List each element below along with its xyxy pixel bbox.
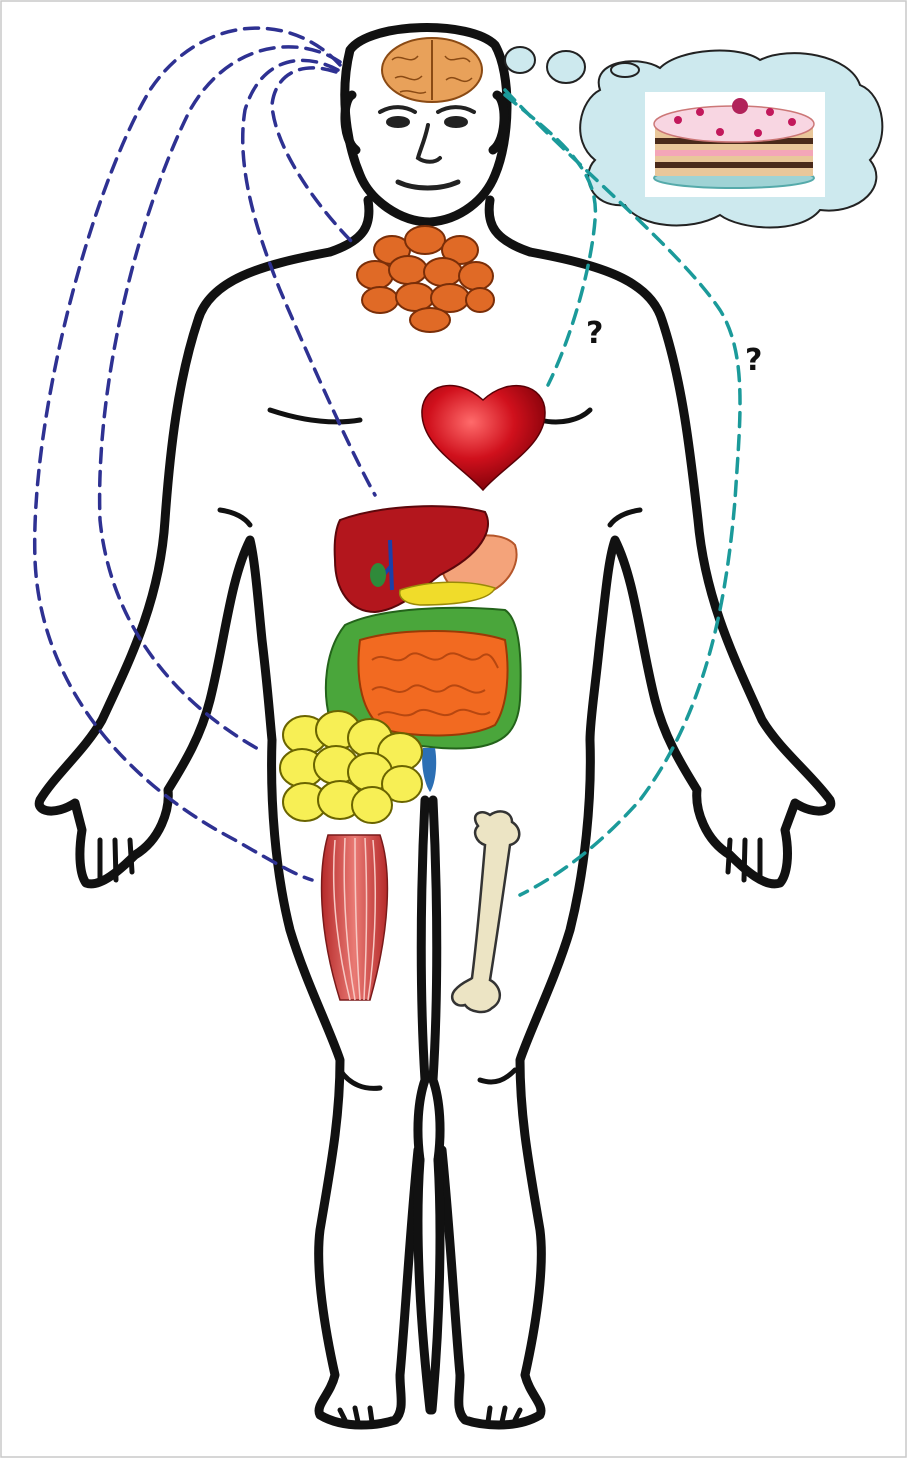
thought-dot-medium	[547, 51, 585, 83]
cake-rose	[732, 98, 748, 114]
left-eye	[388, 118, 408, 126]
cake-layer-2	[655, 150, 813, 156]
gland-lobule	[424, 258, 462, 286]
cake-berry-3	[766, 108, 774, 116]
gland-lobule	[396, 283, 434, 311]
fat-cell	[352, 787, 392, 823]
question-mark-heart-link: ?	[586, 316, 603, 351]
cake-berry-4	[788, 118, 796, 126]
gallbladder	[370, 563, 386, 587]
right-eye	[446, 118, 466, 126]
brain	[382, 38, 482, 102]
gland-lobule	[362, 287, 398, 313]
small-intestine	[358, 631, 507, 735]
gland-lobule	[389, 256, 427, 284]
cake-layer-3	[655, 162, 813, 168]
gland-lobule	[357, 261, 393, 289]
gland-lobule	[410, 308, 450, 332]
cake-berry-1	[674, 116, 682, 124]
cake	[654, 98, 814, 188]
thought-dot-small	[505, 47, 535, 73]
cake-berry-2	[696, 108, 704, 116]
cake-berry-5	[716, 128, 724, 136]
gland-lobule	[405, 226, 445, 254]
cake-berry-6	[754, 129, 762, 137]
gland-lobule	[459, 262, 493, 290]
gland-lobule	[466, 288, 494, 312]
question-mark-bone-link: ?	[745, 343, 762, 378]
